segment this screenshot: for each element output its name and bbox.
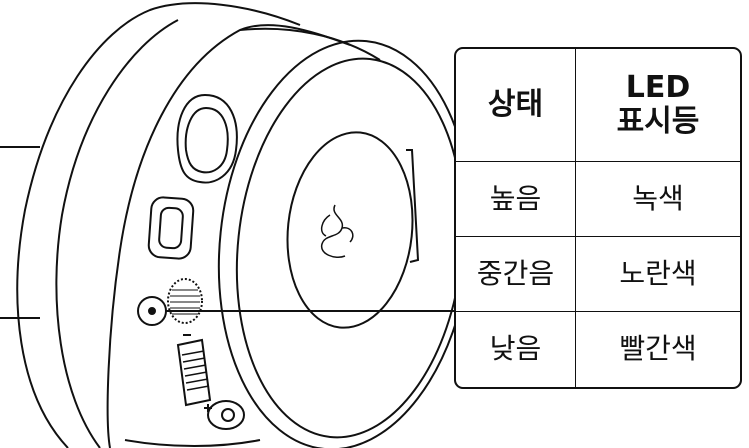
audio-port-jack (221, 408, 235, 422)
row-low-led: 빨간색 (619, 332, 697, 366)
razer-logo-icon (320, 204, 354, 258)
earcup-inner-rim (235, 57, 465, 439)
header-led-line2: 표시등 (616, 104, 700, 139)
mic-grille (167, 278, 203, 324)
header-status: 상태 (456, 49, 576, 162)
audio-port-outer (207, 400, 245, 430)
row-high-status: 높음 (456, 162, 576, 237)
mic-grille-texture (170, 289, 200, 315)
mic-mute-slider-inner (184, 106, 229, 174)
header-led-indicator: LED 표시등 (576, 49, 740, 162)
led-indicator-dot (148, 307, 156, 315)
volume-dial-outline (176, 338, 212, 407)
earcup-outer-rim (217, 39, 473, 448)
edge-tab (406, 149, 420, 263)
logo-plate (286, 131, 414, 329)
power-button-inner (158, 206, 184, 250)
mic-mute-slider (176, 93, 238, 184)
headset-bottom-edge (124, 439, 261, 447)
row-high-led: 녹색 (576, 162, 740, 237)
ear-cushion-inner-line (55, 19, 179, 448)
led-status-table: 상태 LED 표시등 높음 녹색 중간음 노란색 낮음 빨간색 (454, 47, 742, 389)
ear-cushion-outline (16, 2, 301, 448)
earcup-shell-outline (106, 24, 351, 448)
row-medium-led: 노란색 (576, 237, 740, 312)
row-medium-status: 중간음 (456, 237, 576, 312)
row-low-status: 낮음 (456, 312, 576, 387)
earcup-shell-edge (239, 27, 381, 61)
header-led-line1: LED (625, 69, 691, 105)
power-button-outer (147, 196, 195, 260)
volume-dial-texture (181, 350, 210, 391)
